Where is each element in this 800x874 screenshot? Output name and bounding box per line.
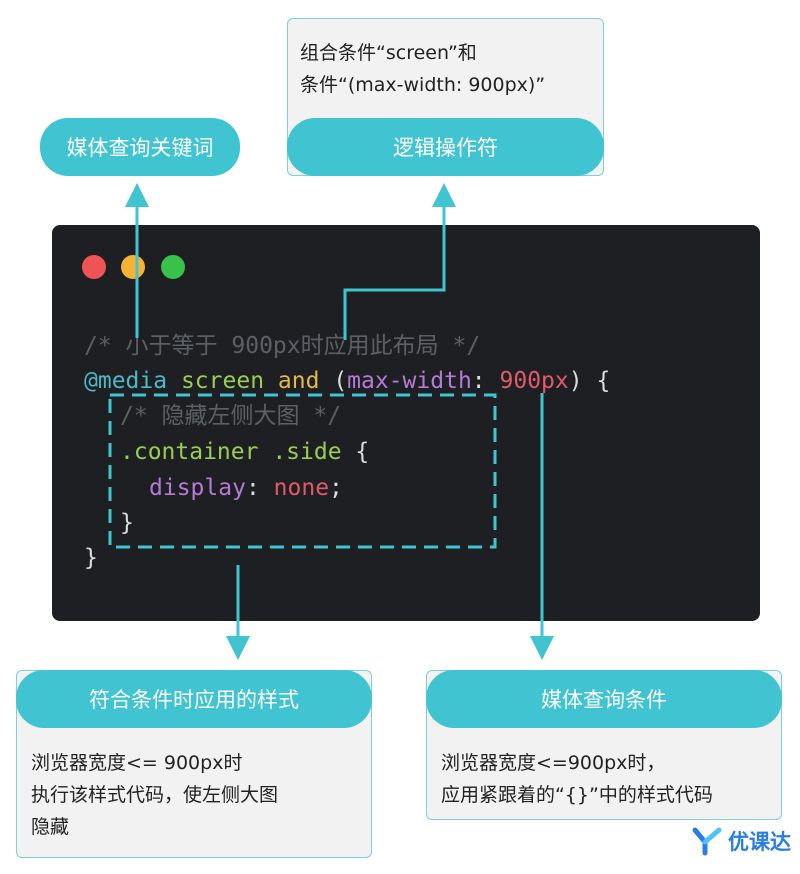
media-condition-label: 媒体查询条件 [426, 670, 782, 728]
code-brace-open: { [355, 439, 370, 465]
condition-note: 浏览器宽度<=900px时， 应用紧跟着的“{}”中的样式代码 [441, 747, 713, 811]
code-display: display [149, 475, 246, 501]
window-maximize-dot [161, 255, 185, 279]
logic-note-line-2: 条件“(max-width: 900px)” [300, 74, 546, 96]
arrow-head-logic-operator [432, 183, 456, 207]
condition-note-line-2: 应用紧跟着的“{}”中的样式代码 [441, 784, 713, 806]
code-at-media: @media [84, 368, 168, 394]
condition-note-line-1: 浏览器宽度<=900px时， [441, 752, 666, 774]
style-when-match-label: 符合条件时应用的样式 [16, 670, 372, 728]
code-none: none [273, 475, 330, 501]
code-colon: : [471, 368, 486, 394]
brand-logo: 优课达 [692, 826, 791, 856]
code-max-width: max-width [347, 368, 472, 394]
style-note: 浏览器宽度<= 900px时 执行该样式代码，使左侧大图 隐藏 [31, 747, 278, 843]
code-semicolon: ; [329, 475, 343, 501]
code-and: and [277, 368, 320, 394]
logic-operator-label: 逻辑操作符 [287, 118, 604, 176]
code-screen: screen [180, 368, 265, 394]
style-note-line-2: 执行该样式代码，使左侧大图 [31, 784, 279, 806]
code-display-line: display: none; [149, 473, 343, 503]
code-window: /* 小于等于 900px时应用此布局 */ @media screen and… [52, 225, 760, 621]
code-media-rule: @media screen and (max-width: 900px) { [84, 366, 610, 396]
code-comment-hide: /* 隐藏左侧大图 */ [120, 403, 342, 429]
code-colon-2: : [245, 475, 260, 501]
code-paren-open: ( [333, 368, 348, 394]
arrow-head-style [226, 636, 250, 660]
arrow-head-condition [530, 636, 554, 660]
code-selector-line: .container .side { [120, 437, 369, 467]
code-comment-layout: /* 小于等于 900px时应用此布局 */ [84, 333, 481, 359]
window-close-dot [82, 255, 106, 279]
code-outer-brace-close: } [84, 545, 98, 571]
brand-name: 优课达 [728, 830, 791, 854]
code-selector: .container .side [120, 439, 342, 465]
code-900px: 900px [499, 368, 569, 394]
logic-operator-note: 组合条件“screen”和 条件“(max-width: 900px)” [300, 37, 545, 101]
window-minimize-dot [121, 255, 145, 279]
arrow-head-media-keyword [125, 183, 149, 207]
brand-y-icon [692, 827, 722, 856]
style-note-line-1: 浏览器宽度<= 900px时 [31, 752, 243, 774]
code-inner-brace-close: } [120, 510, 134, 536]
logic-note-line-1: 组合条件“screen”和 [300, 42, 477, 64]
media-keyword-label: 媒体查询关键词 [40, 118, 240, 176]
code-paren-brace: ) { [568, 368, 611, 394]
style-note-line-3: 隐藏 [31, 816, 70, 838]
